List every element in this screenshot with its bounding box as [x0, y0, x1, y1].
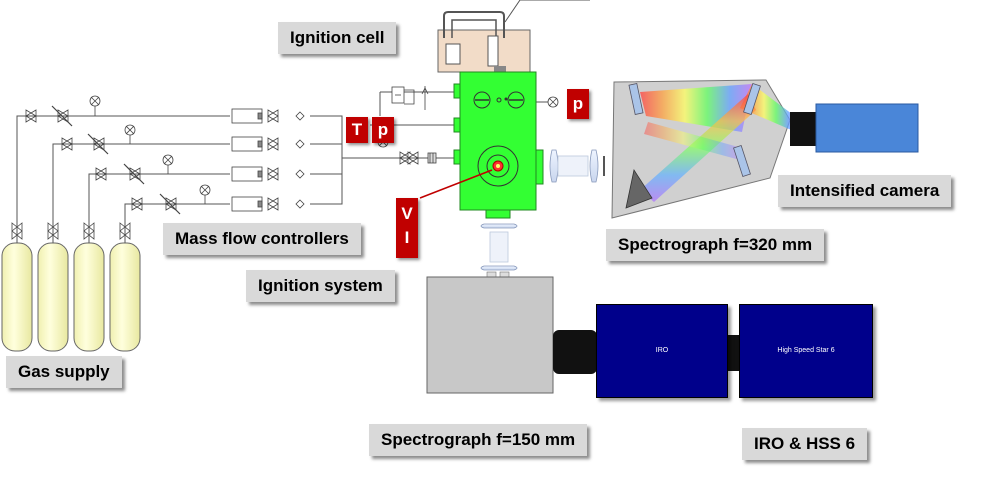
label-spectrograph-150: Spectrograph f=150 mm — [369, 424, 588, 456]
valves-and-gauges — [25, 86, 559, 215]
spectrograph-320 — [611, 79, 800, 219]
label-iro-hss6: IRO & HSS 6 — [742, 428, 868, 460]
intensified-camera — [790, 103, 919, 153]
label-ignition-system: Ignition system — [246, 270, 395, 302]
bottom-optics — [480, 223, 518, 278]
ignition-cell — [437, 0, 590, 219]
spectrograph-150 — [426, 276, 740, 394]
label-gas-supply: Gas supply — [6, 356, 122, 388]
ignition-wire — [419, 169, 493, 199]
tag-voltage: V — [401, 204, 413, 223]
tag-temperature: T — [346, 117, 368, 143]
hss6-camera-label: High Speed Star 6 — [777, 347, 835, 355]
label-spectrograph-320: Spectrograph f=320 mm — [606, 229, 825, 261]
label-mass-flow-controllers: Mass flow controllers — [163, 223, 361, 255]
side-optics — [549, 149, 605, 183]
mass-flow-controller-boxes — [231, 108, 263, 212]
tag-current: I — [404, 228, 410, 247]
iro-device: IRO — [596, 304, 728, 398]
iro-device-label: IRO — [655, 347, 669, 355]
hss6-camera: High Speed Star 6 — [739, 304, 873, 398]
tag-voltage-current: V I — [396, 198, 418, 258]
tag-pressure-cell: p — [567, 89, 589, 119]
label-ignition-cell: Ignition cell — [278, 22, 397, 54]
gas-cylinders — [1, 222, 141, 352]
label-intensified-camera: Intensified camera — [778, 175, 952, 207]
gas-lines — [16, 91, 550, 243]
tag-pressure-inlet: p — [372, 117, 394, 143]
